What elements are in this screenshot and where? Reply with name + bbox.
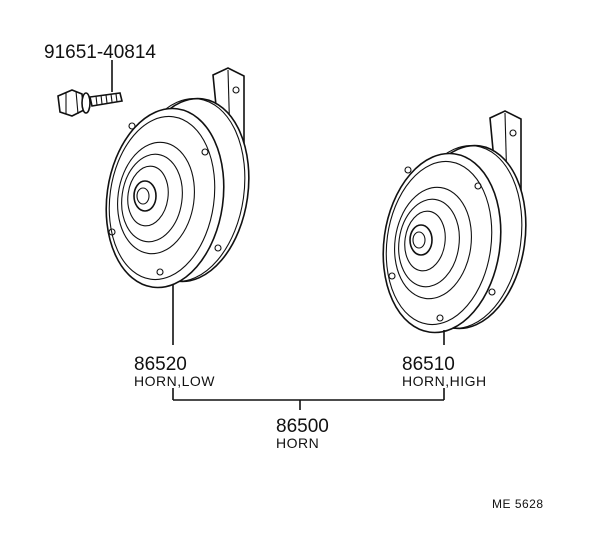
horn-high-part-number: 86510 [402, 354, 455, 375]
bolt-part-number: 91651-40814 [44, 42, 156, 63]
horn-assembly-part-number: 86500 [276, 416, 329, 437]
horn-low-drawing [105, 67, 250, 345]
horn-high-drawing [382, 110, 527, 345]
assembly-leader [172, 388, 445, 410]
horn-low-part-number: 86520 [134, 354, 187, 375]
horn-high-description: HORN,HIGH [402, 373, 487, 389]
horn-assembly-description: HORN [276, 435, 319, 451]
horn-low-description: HORN,LOW [134, 373, 215, 389]
bolt-drawing [57, 60, 123, 117]
drawing-code: ME 5628 [492, 497, 544, 511]
